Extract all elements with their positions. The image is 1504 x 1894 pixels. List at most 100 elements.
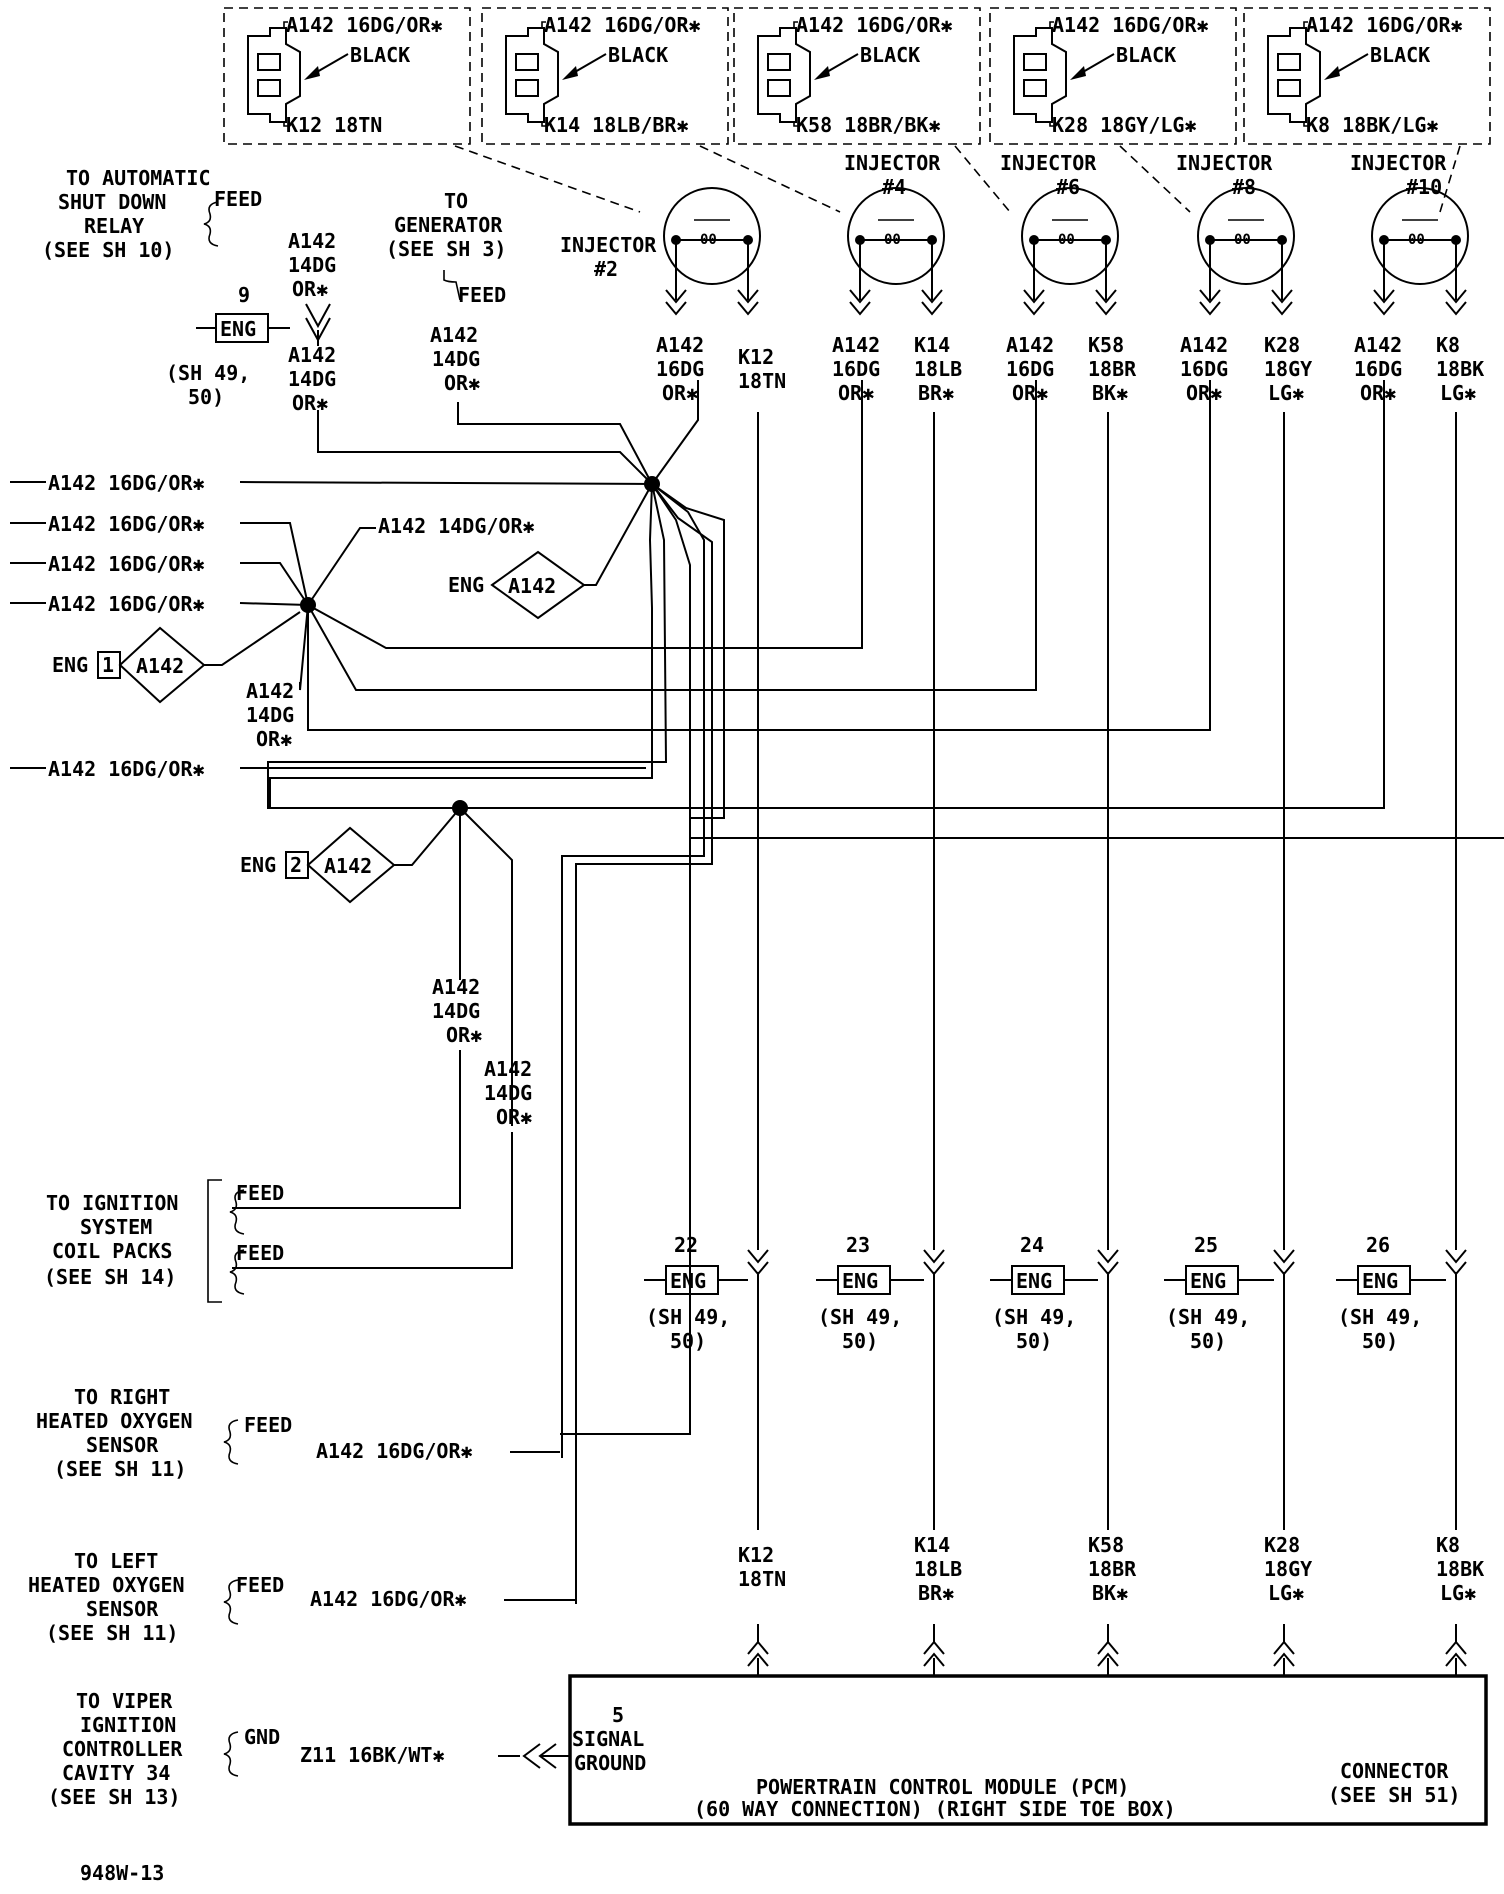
- splice-5-ref-1: (SH 49,: [1338, 1305, 1422, 1329]
- injector-3-low-sig-3: BK✱: [1092, 1581, 1128, 1605]
- right-o2-feed: TO RIGHT HEATED OXYGEN SENSOR (SEE SH 11…: [36, 1385, 560, 1481]
- injector-3-sig-1: K58: [1088, 333, 1124, 357]
- connector-2-top-wire: A142 16DG/OR✱: [544, 13, 701, 37]
- pcm-subtitle: (60 WAY CONNECTION) (RIGHT SIDE TOE BOX): [694, 1797, 1176, 1821]
- injector-4-low-sig-3: LG✱: [1268, 1581, 1304, 1605]
- left-o2-wire: A142 16DG/OR✱: [310, 1587, 467, 1611]
- injector-2-sig-2: 18LB: [914, 357, 962, 381]
- connector-2-bottom-wire: K14 18LB/BR✱: [544, 113, 689, 137]
- eng-splice-1-num: 1: [102, 653, 114, 677]
- injector-4-feed-3: OR✱: [1186, 381, 1222, 405]
- splice-4-num: 25: [1194, 1233, 1218, 1257]
- connector-4-bottom-wire: K28 18GY/LG✱: [1052, 113, 1197, 137]
- injector-5-sig-1: K8: [1436, 333, 1460, 357]
- gen-wire-1: A142: [430, 323, 478, 347]
- mid-wire-1: A142: [246, 679, 294, 703]
- injector-4-feed-2: 16DG: [1180, 357, 1228, 381]
- splice-5-ref-2: 50): [1362, 1329, 1398, 1353]
- coil-wire1-1: A142: [432, 975, 480, 999]
- splice-dot-top: [644, 476, 660, 492]
- injector-1-low-sig-2: 18TN: [738, 1567, 786, 1591]
- left-wire-1: A142 16DG/OR✱: [48, 471, 205, 495]
- injector-2-feed-2: 16DG: [832, 357, 880, 381]
- eng-splice-top-id: A142: [508, 574, 556, 598]
- asd-wire-2: 14DG: [288, 253, 336, 277]
- injector-4-low-sig-2: 18GY: [1264, 1557, 1312, 1581]
- coil-wire1-3: OR✱: [446, 1023, 482, 1047]
- eng9-wire-2: 14DG: [288, 367, 336, 391]
- injector-2-label: INJECTOR: [844, 151, 941, 175]
- injector-3-feed-2: 16DG: [1006, 357, 1054, 381]
- viper-label-4: CAVITY 34: [62, 1761, 170, 1785]
- right-o2-feed: FEED: [244, 1413, 292, 1437]
- gen-wire-3: OR✱: [444, 371, 480, 395]
- viper-label-2: IGNITION: [80, 1713, 176, 1737]
- asd-label-3: RELAY: [84, 214, 144, 238]
- asd-wire-1: A142: [288, 229, 336, 253]
- gen-label-3: (SEE SH 3): [386, 237, 506, 261]
- left-o2-feed: FEED: [236, 1573, 284, 1597]
- left-o2-label-3: SENSOR: [86, 1597, 159, 1621]
- injector-3-number: #6: [1056, 175, 1080, 199]
- injector-4-sig-2: 18GY: [1264, 357, 1312, 381]
- injector-1-feed-1: A142: [656, 333, 704, 357]
- splice-3-ref-1: (SH 49,: [992, 1305, 1076, 1329]
- right-o2-label-2: HEATED OXYGEN: [36, 1409, 193, 1433]
- viper-feed: GND: [244, 1725, 280, 1749]
- eng9-ref-1: (SH 49,: [166, 361, 250, 385]
- injector-2-body: [847, 187, 945, 285]
- splice-3-label: ENG: [1016, 1269, 1052, 1293]
- injector-3-low-sig-2: 18BR: [1088, 1557, 1137, 1581]
- injector-3-coil: 00: [1058, 232, 1075, 248]
- wire-routing: [204, 380, 1504, 1604]
- splice-2-ref-1: (SH 49,: [818, 1305, 902, 1329]
- eng9-num: 9: [238, 283, 250, 307]
- right-o2-label-4: (SEE SH 11): [54, 1457, 186, 1481]
- right-o2-label-3: SENSOR: [86, 1433, 159, 1457]
- injector-3-low-sig-1: K58: [1088, 1533, 1124, 1557]
- eng9-wire-1: A142: [288, 343, 336, 367]
- right-o2-label-1: TO RIGHT: [74, 1385, 170, 1409]
- coil-wire2-2: 14DG: [484, 1081, 532, 1105]
- connector-5-bottom-wire: K8 18BK/LG✱: [1306, 113, 1438, 137]
- splice-dots: [300, 476, 660, 816]
- pcm-title: POWERTRAIN CONTROL MODULE (PCM): [756, 1775, 1129, 1799]
- left-o2-label-4: (SEE SH 11): [46, 1621, 178, 1645]
- asd-label-4: (SEE SH 10): [42, 238, 174, 262]
- connector-1-bottom-wire: K12 18TN: [286, 113, 382, 137]
- injector-5-low-sig-1: K8: [1436, 1533, 1460, 1557]
- gen-label-2: GENERATOR: [394, 213, 503, 237]
- coil-wire2-1: A142: [484, 1057, 532, 1081]
- injector-5-label: INJECTOR: [1350, 151, 1447, 175]
- injector-3-feed-1: A142: [1006, 333, 1054, 357]
- left-wire-3: A142 16DG/OR✱: [48, 552, 205, 576]
- eng-splice-2-id: A142: [324, 854, 372, 878]
- coil-feed-2: FEED: [236, 1241, 284, 1265]
- injector-1-coil: 00: [700, 232, 717, 248]
- viper-ground: TO VIPER IGNITION CONTROLLER CAVITY 34 (…: [48, 1689, 570, 1809]
- generator-feed: TO GENERATOR (SEE SH 3) FEED A142 14DG O…: [386, 189, 506, 395]
- coil-pack-feed: A142 14DG OR✱ A142 14DG OR✱ FEED FEED TO…: [44, 975, 532, 1303]
- injector-4-coil: 00: [1234, 232, 1251, 248]
- injector-2-sig-1: K14: [914, 333, 950, 357]
- pcm-ground-2: GROUND: [574, 1751, 646, 1775]
- viper-label-3: CONTROLLER: [62, 1737, 183, 1761]
- injector-2-low-sig-3: BR✱: [918, 1581, 954, 1605]
- splice-2-label: ENG: [842, 1269, 878, 1293]
- injector-4-label: INJECTOR: [1176, 151, 1273, 175]
- left-wire-4: A142 16DG/OR✱: [48, 592, 205, 616]
- eng-splice-2-num: 2: [290, 853, 302, 877]
- injector-4-number: #8: [1232, 175, 1256, 199]
- eng-splice-1-id: A142: [136, 654, 184, 678]
- injector-4-feed-1: A142: [1180, 333, 1228, 357]
- viper-label-5: (SEE SH 13): [48, 1785, 180, 1809]
- coil-label-1: TO IGNITION: [46, 1191, 178, 1215]
- left-wire-5: A142 16DG/OR✱: [48, 757, 205, 781]
- connector-1-top-wire: A142 16DG/OR✱: [286, 13, 443, 37]
- injector-4-sig-1: K28: [1264, 333, 1300, 357]
- eng-splice-1: ENG 1 A142: [52, 626, 206, 704]
- coil-feed-1: FEED: [236, 1181, 284, 1205]
